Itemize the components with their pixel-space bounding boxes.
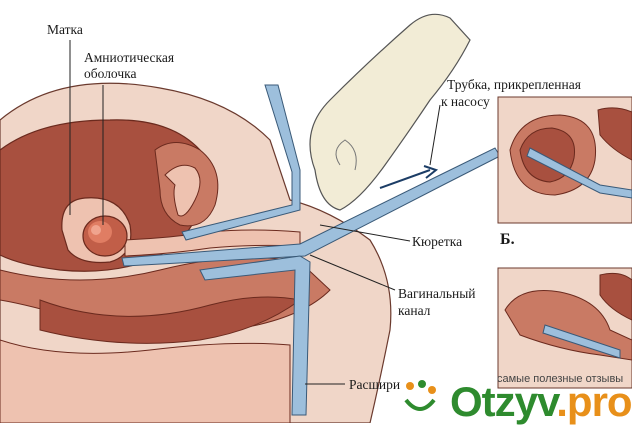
fallopian-tube bbox=[164, 164, 201, 217]
label-amniotic-line2: оболочка bbox=[84, 66, 137, 81]
watermark-tagline: самые полезные отзывы bbox=[497, 373, 624, 385]
embryo bbox=[82, 215, 128, 257]
label-vaginal-line1: Вагинальный bbox=[398, 286, 476, 301]
speculum bbox=[181, 84, 311, 416]
label-tube-line2: к насосу bbox=[441, 94, 490, 109]
watermark-brand-part2: .pro bbox=[556, 378, 632, 425]
panel-b-letter: Б. bbox=[500, 231, 515, 248]
gloved-hand bbox=[309, 13, 471, 211]
watermark-logo-icon bbox=[400, 378, 440, 418]
label-curette: Кюретка bbox=[412, 234, 463, 249]
watermark-brand-part1: Otzyv bbox=[450, 378, 557, 425]
label-amniotic-line1: Амниотическая bbox=[84, 50, 175, 65]
label-tube-line1: Трубка, прикрепленная bbox=[447, 77, 581, 92]
label-uterus: Матка bbox=[47, 22, 83, 37]
label-dilator: Расшири bbox=[349, 377, 401, 392]
leader-lines bbox=[69, 40, 441, 385]
inset-panel-c bbox=[497, 267, 632, 389]
watermark-brand: Otzyv.pro bbox=[450, 378, 632, 426]
label-vaginal-line2: канал bbox=[398, 303, 431, 318]
inset-panel-b bbox=[497, 96, 632, 224]
